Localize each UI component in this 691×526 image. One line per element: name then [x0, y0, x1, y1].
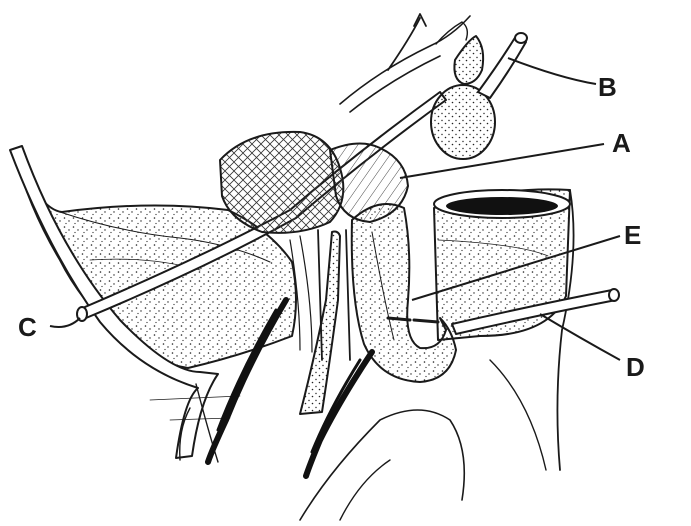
- leader-a: [400, 144, 604, 178]
- vessel-b: [478, 36, 526, 98]
- label-d: D: [626, 352, 645, 382]
- leader-d: [540, 314, 620, 360]
- label-b: B: [598, 72, 617, 102]
- label-c: C: [18, 312, 37, 342]
- structure-a: [220, 132, 343, 233]
- label-e: E: [624, 220, 641, 250]
- leader-c: [50, 318, 80, 327]
- label-a: A: [612, 128, 631, 158]
- leader-b: [508, 58, 596, 84]
